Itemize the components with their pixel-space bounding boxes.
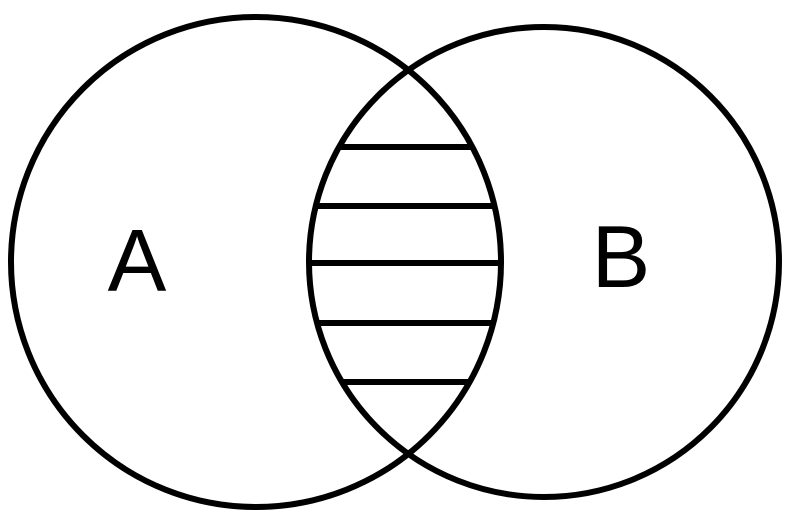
intersection-region [309,144,501,385]
set-b-label: B [592,207,651,306]
set-a-circle [8,14,504,510]
set-a-label: A [108,211,167,310]
set-b-circle [306,24,782,500]
